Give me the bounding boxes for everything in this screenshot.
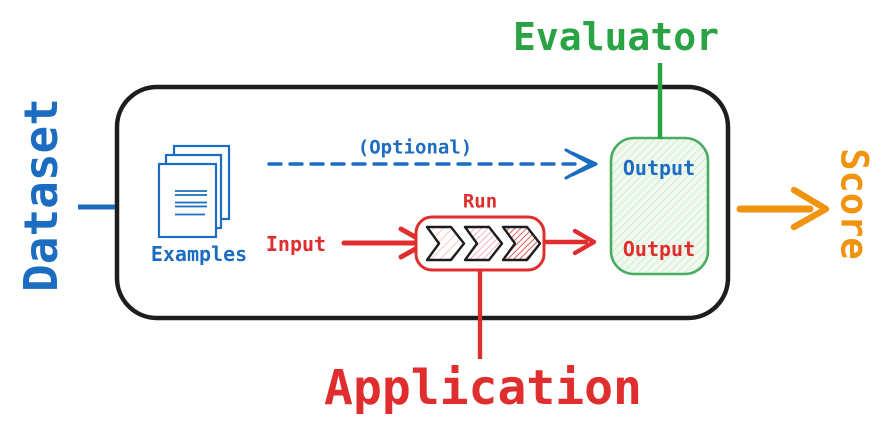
chevron-step-3: [501, 225, 542, 262]
examples-label: Examples: [150, 242, 248, 266]
document-front: [157, 162, 218, 239]
run-box: [414, 215, 546, 272]
pipeline-box: [114, 84, 731, 321]
input-label: Input: [265, 232, 327, 256]
chevron-step-2: [463, 225, 504, 262]
dataset-label: Dataset: [14, 98, 68, 292]
document-text-lines: [175, 190, 207, 216]
chevron-steps-icon: [425, 225, 542, 262]
input-arrow: [341, 226, 429, 260]
application-output-label: Output: [622, 237, 696, 261]
chevron-step-1: [425, 225, 466, 262]
optional-arrowhead-inner: [570, 151, 598, 177]
evaluator-output-label: Output: [622, 156, 696, 180]
score-arrow: [736, 186, 830, 231]
documents-stack-icon: [157, 144, 231, 239]
evaluator-label: Evaluator: [513, 15, 719, 59]
score-label: Score: [832, 148, 876, 260]
run-label: Run: [462, 190, 498, 213]
application-label: Application: [324, 360, 642, 416]
run-output-arrow: [543, 228, 597, 256]
optional-dashed-arrow: [267, 148, 598, 180]
optional-label: (Optional): [357, 136, 473, 159]
